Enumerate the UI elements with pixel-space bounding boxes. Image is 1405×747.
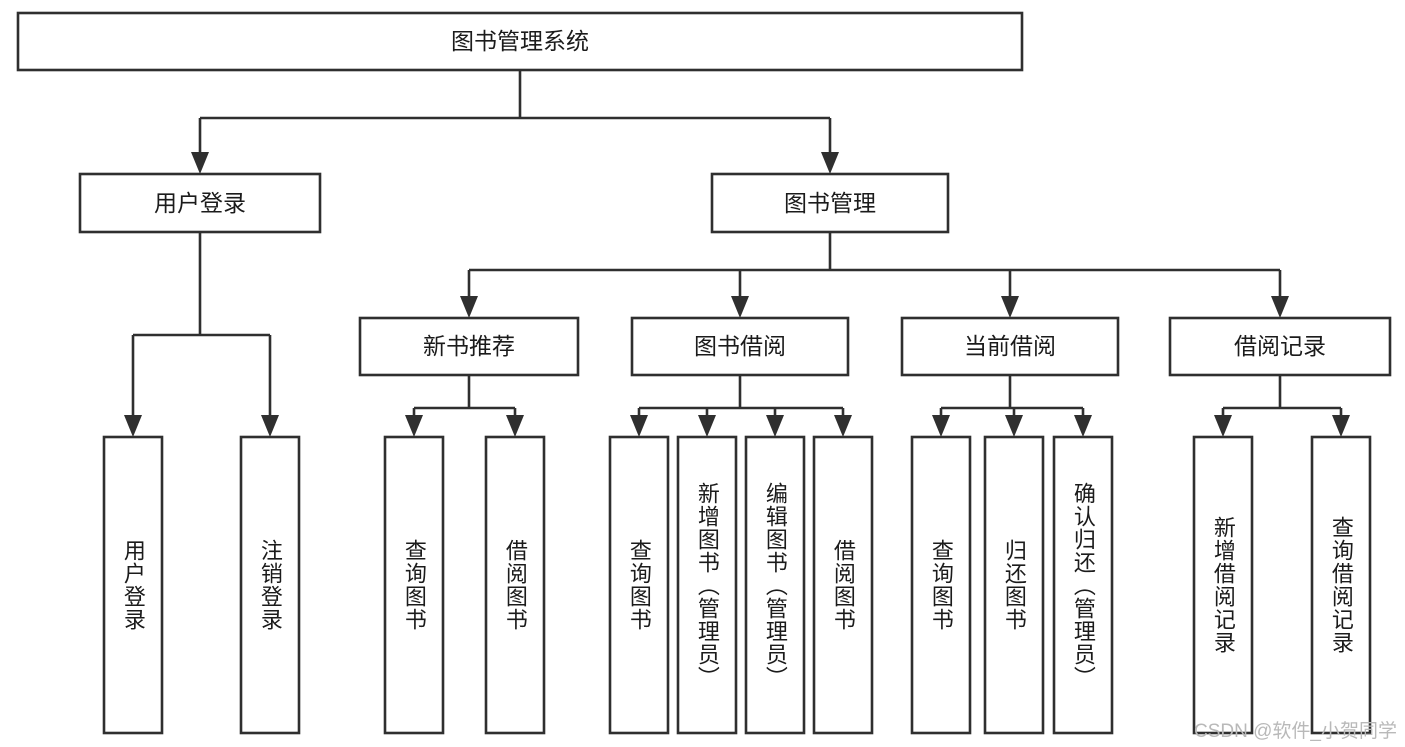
arrow-head-leaf_return_book — [1005, 415, 1023, 437]
node-box-book_manage[interactable] — [710, 172, 950, 234]
arrow-head-leaf_borrow_book_1 — [506, 415, 524, 437]
arrow-head-current_borrow — [1001, 296, 1019, 318]
node-box-leaf_borrow_book_2[interactable] — [812, 435, 874, 735]
node-box-leaf_add_book[interactable] — [676, 435, 738, 735]
node-box-leaf_confirm_return[interactable] — [1052, 435, 1114, 735]
arrow-head-leaf_query_book_2 — [630, 415, 648, 437]
arrow-head-leaf_query_book_1 — [405, 415, 423, 437]
box-layer — [16, 11, 1392, 735]
node-box-leaf_query_book_2[interactable] — [608, 435, 670, 735]
node-box-leaf_query_book_3[interactable] — [910, 435, 972, 735]
arrow-head-leaf_user_login — [124, 415, 142, 437]
node-box-book_borrow[interactable] — [630, 316, 850, 377]
arrow-head-leaf_user_logout — [261, 415, 279, 437]
arrow-head-leaf_query_book_3 — [932, 415, 950, 437]
node-box-user_login[interactable] — [78, 172, 322, 234]
arrow-head-leaf_query_record — [1332, 415, 1350, 437]
node-box-leaf_borrow_book_1[interactable] — [484, 435, 546, 735]
node-box-leaf_query_book_1[interactable] — [383, 435, 445, 735]
arrow-head-new_book_rec — [460, 296, 478, 318]
node-box-current_borrow[interactable] — [900, 316, 1120, 377]
node-box-root[interactable] — [16, 11, 1024, 72]
connector-layer — [124, 70, 1350, 437]
arrow-head-user_login — [191, 152, 209, 174]
arrow-head-leaf_add_record — [1214, 415, 1232, 437]
node-box-leaf_user_logout[interactable] — [239, 435, 301, 735]
arrow-head-book_borrow — [731, 296, 749, 318]
arrow-head-leaf_edit_book — [766, 415, 784, 437]
arrow-head-book_manage — [821, 152, 839, 174]
node-box-borrow_record[interactable] — [1168, 316, 1392, 377]
arrow-head-leaf_add_book — [698, 415, 716, 437]
arrow-head-leaf_borrow_book_2 — [834, 415, 852, 437]
arrow-head-borrow_record — [1271, 296, 1289, 318]
node-box-leaf_add_record[interactable] — [1192, 435, 1254, 735]
node-box-leaf_user_login[interactable] — [102, 435, 164, 735]
arrow-head-leaf_confirm_return — [1074, 415, 1092, 437]
node-box-new_book_rec[interactable] — [358, 316, 580, 377]
node-box-leaf_edit_book[interactable] — [744, 435, 806, 735]
node-box-leaf_return_book[interactable] — [983, 435, 1045, 735]
node-box-leaf_query_record[interactable] — [1310, 435, 1372, 735]
